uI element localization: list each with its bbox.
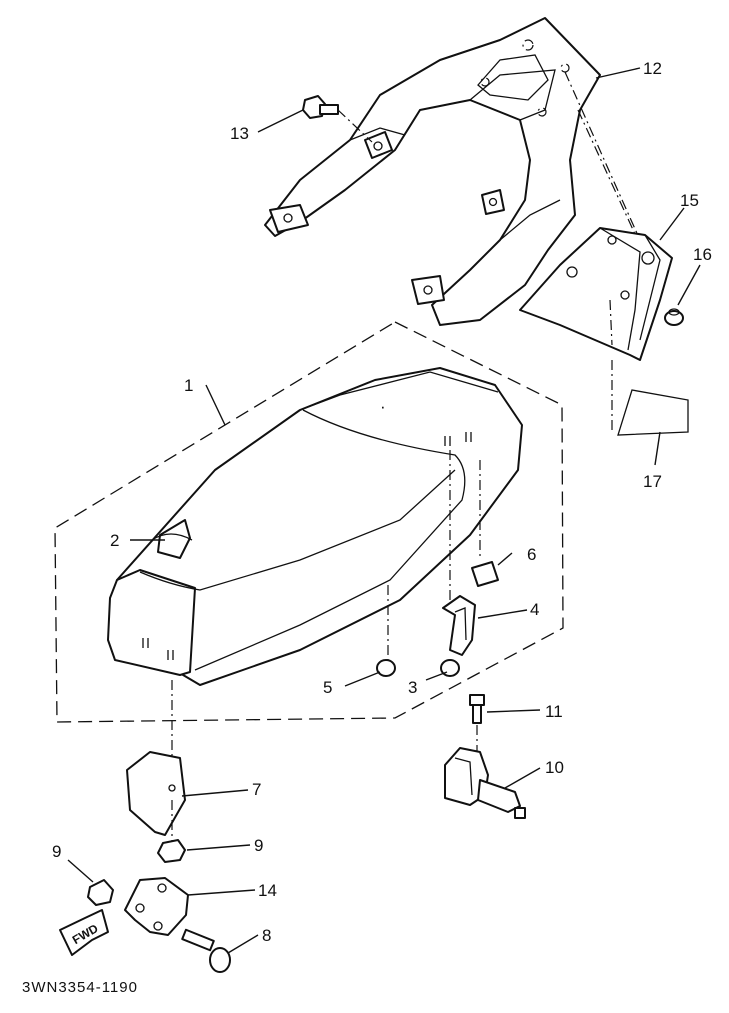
leader-lines xyxy=(67,67,701,954)
seat-bracket xyxy=(126,751,186,845)
nut-9-lower xyxy=(87,879,114,906)
damper-5 xyxy=(376,659,396,677)
callout-3: 3 xyxy=(408,678,417,697)
callout-11: 11 xyxy=(545,702,563,721)
grab-bar xyxy=(264,17,601,326)
drawing-code: 3WN3354-1190 xyxy=(22,979,138,996)
alignment-line xyxy=(564,71,649,259)
callout-17: 17 xyxy=(643,472,662,491)
caution-label xyxy=(611,360,689,436)
callout-2: 2 xyxy=(110,531,119,550)
damper-6 xyxy=(471,561,499,587)
seat-hook xyxy=(442,595,476,656)
callout-12: 12 xyxy=(643,59,662,78)
seat: · xyxy=(107,367,523,686)
callout-6: 6 xyxy=(527,545,536,564)
callout-15: 15 xyxy=(680,191,699,210)
pin-8 xyxy=(181,928,231,973)
callout-9-lower: 9 xyxy=(52,842,61,861)
callout-5: 5 xyxy=(323,678,332,697)
tail-cover xyxy=(519,227,673,361)
callout-13: 13 xyxy=(230,124,249,143)
callout-9-upper: 9 xyxy=(254,836,263,855)
svg-text:·: · xyxy=(380,397,386,416)
callout-4: 4 xyxy=(530,600,539,619)
seat-emblem xyxy=(151,519,193,559)
alignment-line xyxy=(577,109,641,246)
callout-14: 14 xyxy=(258,881,277,900)
seat-lock xyxy=(444,747,526,819)
lock-bracket xyxy=(124,877,189,936)
callout-10: 10 xyxy=(545,758,564,777)
callout-8: 8 xyxy=(262,926,271,945)
callout-16: 16 xyxy=(693,245,712,264)
nut-9-upper xyxy=(157,839,186,863)
seat-assembly-boundary xyxy=(54,321,564,723)
callout-7: 7 xyxy=(252,780,261,799)
fwd-arrow-icon: FWD xyxy=(59,909,109,956)
grommet xyxy=(664,308,684,326)
callout-1: 1 xyxy=(184,376,193,395)
